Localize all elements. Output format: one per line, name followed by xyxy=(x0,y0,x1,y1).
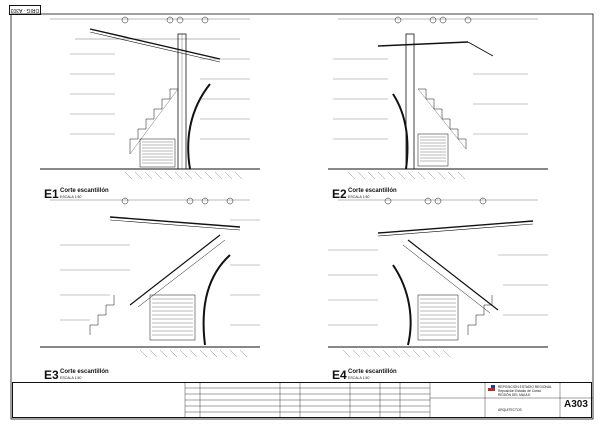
section-e3-scale: ESCALA 1:50 xyxy=(60,376,82,380)
section-e1-title: Corte escantillón xyxy=(60,188,109,194)
section-e1-scale: ESCALA 1:50 xyxy=(60,195,82,199)
firm-line-1: REPOSICIÓN ESTADIO REGIONAL xyxy=(498,385,552,389)
title-block xyxy=(12,382,592,418)
section-e2-drawing xyxy=(328,16,548,180)
section-e1-code: E1 xyxy=(44,187,59,201)
section-e4-code: E4 xyxy=(332,368,347,382)
section-e2-title: Corte escantillón xyxy=(348,188,397,194)
firm-line-2: Reposición Estadio de Curicó xyxy=(498,389,542,393)
section-e3-drawing xyxy=(40,197,260,358)
section-e2-scale: ESCALA 1:50 xyxy=(348,195,370,199)
section-e3-code: E3 xyxy=(44,368,59,382)
section-e4-scale: ESCALA 1:50 xyxy=(348,376,370,380)
sheet-number: A303 xyxy=(564,399,588,410)
section-e1-drawing xyxy=(40,16,260,180)
section-e4-drawing xyxy=(328,197,548,358)
section-e3-title: Corte escantillón xyxy=(60,369,109,375)
flag-icon xyxy=(488,385,495,391)
firm-line-4: ARQUITECTOS xyxy=(498,408,522,412)
section-e2-code: E2 xyxy=(332,187,347,201)
section-e4-title: Corte escantillón xyxy=(348,369,397,375)
firm-line-3: REGIÓN DEL MAULE xyxy=(498,393,531,397)
